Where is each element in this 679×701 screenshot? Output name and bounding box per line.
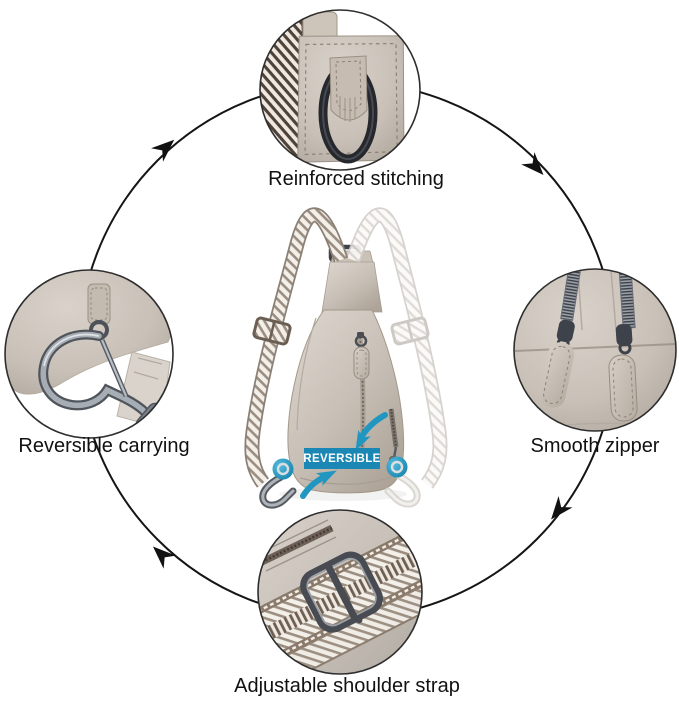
feature-label-adjustable-shoulder-strap: Adjustable shoulder strap	[234, 675, 460, 697]
clockwise-arrow-icon	[151, 139, 175, 162]
ghost-strap	[345, 207, 448, 508]
strap-adjuster-icon	[252, 316, 292, 346]
detail-photo-reinforced-stitching	[259, 9, 421, 171]
bag-body	[287, 309, 405, 494]
attachment-point-left	[272, 458, 294, 480]
detail-photo-reversible-carrying	[4, 269, 174, 439]
clockwise-arrow-icon	[521, 152, 544, 176]
reversible-badge: REVERSIBLE	[303, 448, 380, 469]
snap-hook-icon	[259, 473, 297, 509]
zipper-right	[608, 269, 638, 422]
sling-bag-illustration	[244, 207, 448, 509]
bag-neck	[321, 261, 383, 313]
detail-photo-smooth-zipper	[513, 268, 677, 432]
zipper-left	[539, 269, 583, 408]
attachment-point-right	[386, 456, 408, 478]
clockwise-arrow-icon	[152, 546, 176, 569]
clockwise-arrow-icon	[551, 496, 573, 520]
feature-label-reinforced-stitching: Reinforced stitching	[268, 168, 444, 190]
feature-label-reversible-carrying: Reversible carrying	[18, 435, 190, 457]
woven-strap-band	[258, 519, 422, 674]
shoulder-strap	[244, 207, 349, 509]
swap-arrow-icon	[300, 470, 337, 499]
swap-arrow-icon	[355, 412, 388, 451]
slider-buckle-icon	[300, 551, 383, 633]
feature-label-smooth-zipper: Smooth zipper	[530, 435, 660, 457]
